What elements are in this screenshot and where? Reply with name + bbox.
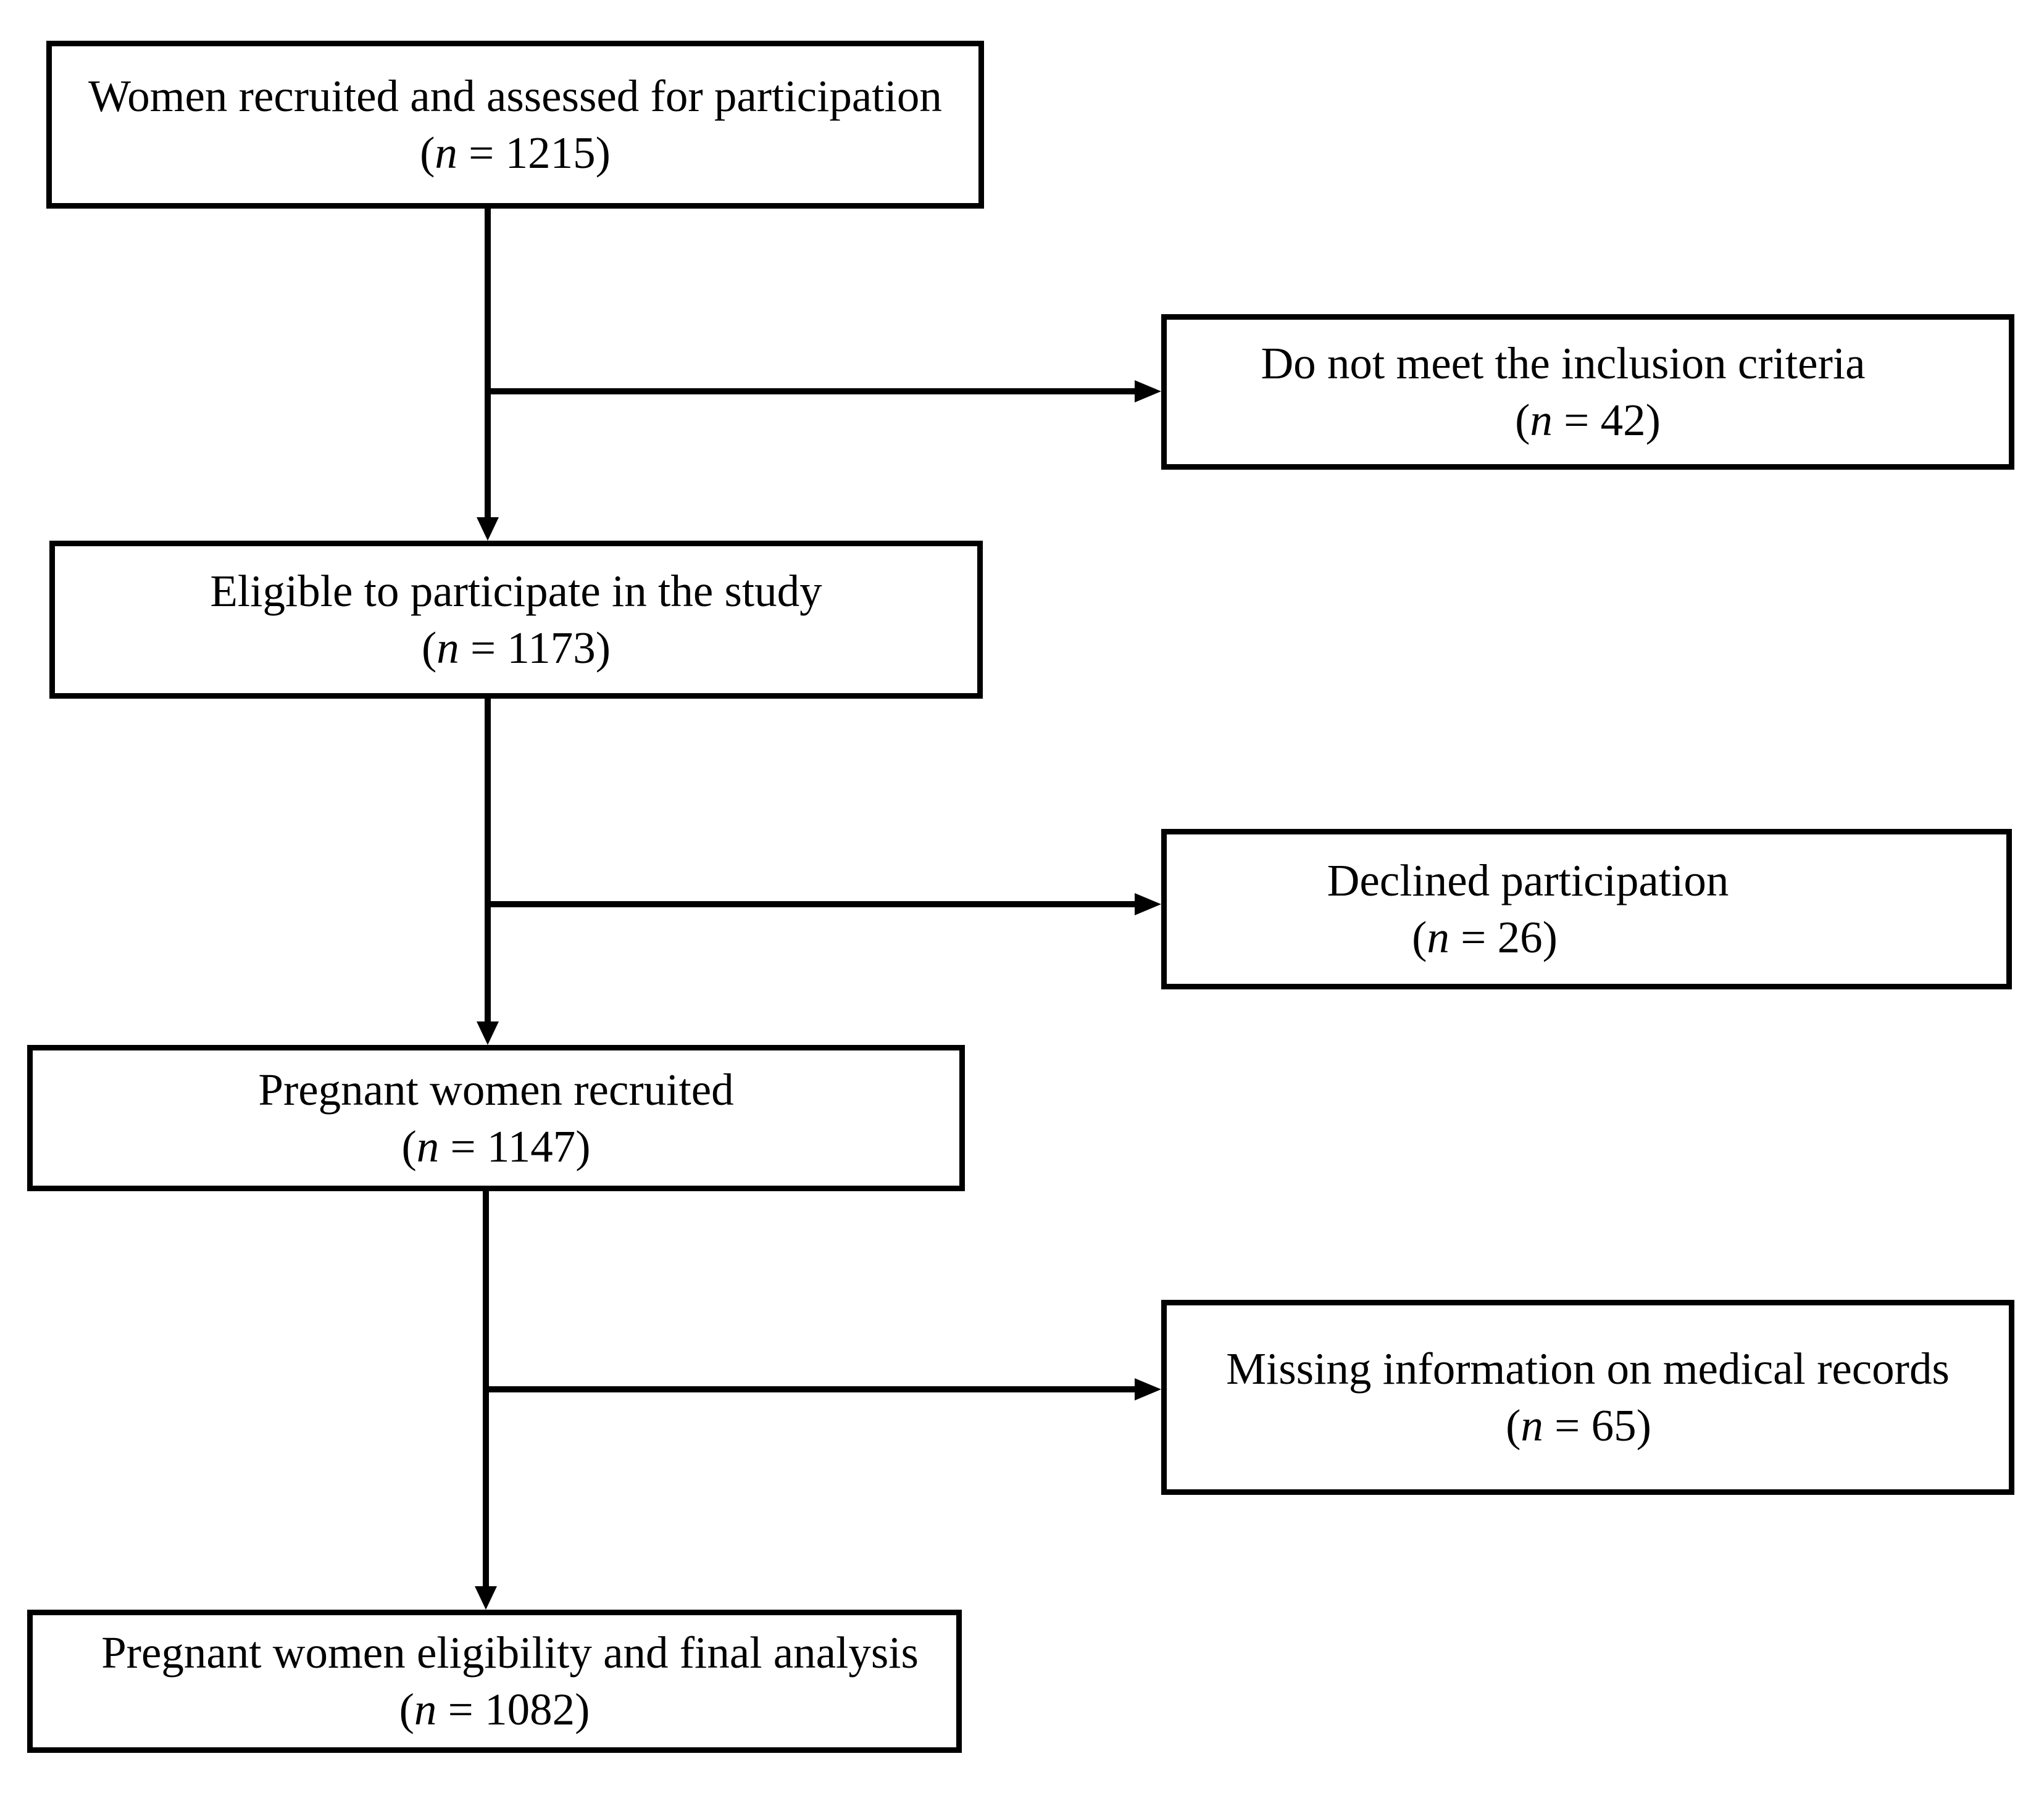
- exclusion-label: Do not meet the inclusion criteria: [1261, 338, 1866, 388]
- arrow-down-1: [477, 517, 499, 541]
- step-count: (n = 1215): [420, 128, 611, 178]
- step-box-eligible: Eligible to participate in the study (n …: [49, 541, 983, 699]
- step-count: (n = 1147): [401, 1121, 591, 1171]
- arrow-right-3: [1135, 1378, 1161, 1400]
- arrow-down-2: [477, 1021, 499, 1045]
- exclusion-label: Missing information on medical records: [1226, 1344, 1950, 1394]
- step-label: Pregnant women recruited: [258, 1064, 734, 1115]
- step-box-recruited-assessed: Women recruited and assessed for partici…: [46, 41, 984, 209]
- step-box-pregnant-recruited: Pregnant women recruited (n = 1147): [27, 1045, 965, 1191]
- arrow-down-3: [475, 1586, 497, 1610]
- step-label: Pregnant women eligibility and final ana…: [101, 1628, 919, 1678]
- exclusion-count: (n = 65): [1506, 1400, 1651, 1450]
- arrow-right-2: [1135, 893, 1161, 915]
- exclusion-box-missing-info: Missing information on medical records (…: [1161, 1300, 2014, 1495]
- exclusion-count: (n = 42): [1515, 395, 1661, 445]
- step-label: Women recruited and assessed for partici…: [88, 71, 942, 121]
- step-count: (n = 1173): [421, 623, 611, 673]
- exclusion-box-declined: Declined participation (n = 26): [1161, 829, 2012, 989]
- step-box-final-analysis: Pregnant women eligibility and final ana…: [27, 1610, 962, 1753]
- exclusion-count: (n = 26): [1412, 912, 1558, 962]
- arrow-right-1: [1135, 380, 1161, 402]
- exclusion-box-not-meet-criteria: Do not meet the inclusion criteria (n = …: [1161, 314, 2014, 470]
- step-count: (n = 1082): [399, 1684, 590, 1734]
- exclusion-label: Declined participation: [1327, 855, 1729, 905]
- step-label: Eligible to participate in the study: [210, 566, 822, 616]
